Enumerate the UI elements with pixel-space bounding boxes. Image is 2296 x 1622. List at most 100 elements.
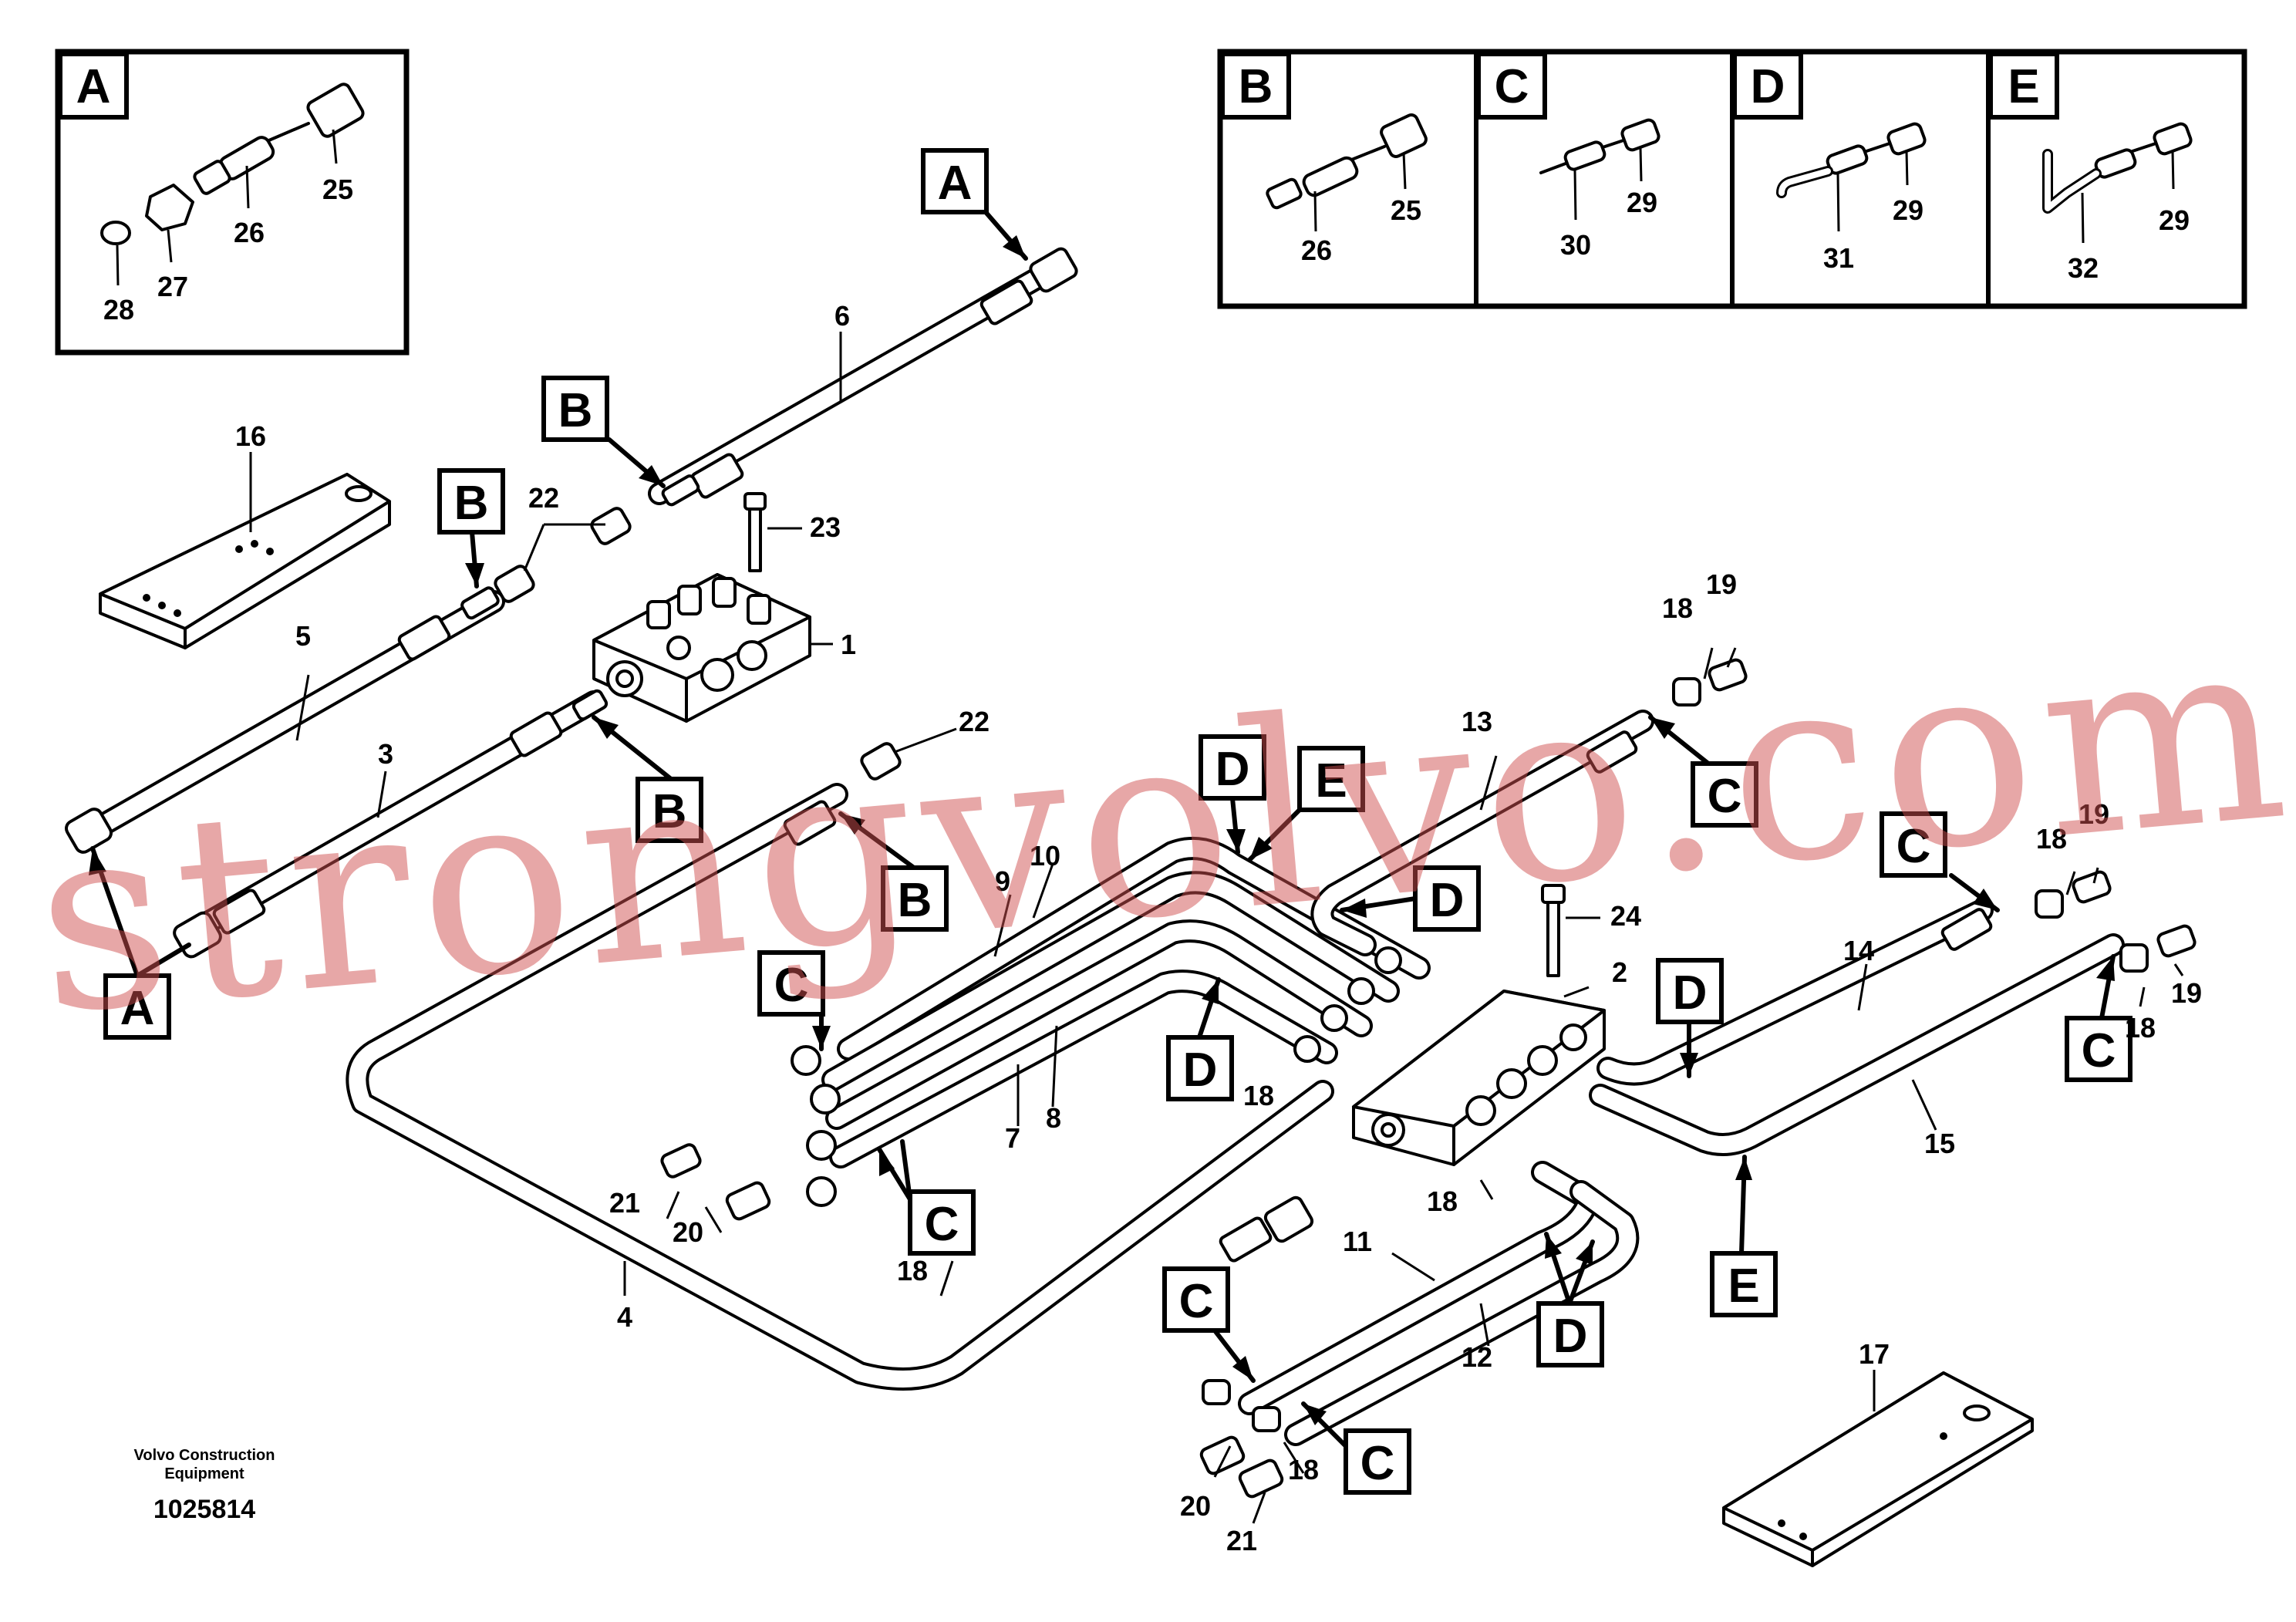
part-label-30: 30 [1560, 229, 1591, 261]
plate-17 [1722, 1370, 2034, 1567]
part-label-32: 32 [2068, 252, 2099, 284]
detail-view-d-letter: D [1751, 60, 1785, 113]
detail-view-b-letter: B [1239, 60, 1273, 113]
valve-block-1 [592, 573, 833, 723]
part-label-7: 7 [1005, 1122, 1020, 1154]
part-label-6: 6 [834, 300, 850, 332]
part-label-31: 31 [1823, 242, 1854, 274]
svg-text:C: C [925, 1198, 959, 1251]
detail-c-fitting-drawing [1539, 118, 1660, 221]
svg-text:D: D [1183, 1044, 1218, 1097]
part-label-4: 4 [617, 1301, 632, 1333]
part-label-18-f: 18 [1427, 1185, 1458, 1217]
part-label-29-e: 29 [2159, 204, 2190, 236]
detail-views-b-to-e: B 25 26 C 29 30 D [1217, 49, 2247, 309]
plate-16 [99, 452, 391, 649]
detail-view-e-letter: E [2008, 60, 2039, 113]
detail-view-a-frame [55, 49, 410, 356]
callout-c-at-12 [1344, 1428, 1411, 1495]
part-label-24: 24 [1610, 900, 1641, 932]
detail-view-a: A 25 26 27 28 [55, 49, 410, 356]
part-label-19-a: 19 [1706, 568, 1737, 600]
part-label-1: 1 [841, 629, 856, 660]
document-id: 1025814 [153, 1495, 255, 1524]
part-label-20-left: 20 [673, 1216, 703, 1248]
svg-text:D: D [1215, 743, 1250, 796]
part-labels: 6 5 3 22 22 10 9 8 7 4 13 14 15 11 12 18… [295, 300, 2202, 1556]
svg-text:D: D [1553, 1310, 1588, 1363]
part-label-19-c: 19 [2171, 977, 2202, 1009]
svg-text:B: B [454, 477, 489, 530]
part-label-26: 26 [234, 217, 265, 248]
part-label-8: 8 [1046, 1102, 1061, 1134]
part-label-25: 25 [322, 174, 353, 205]
part-label-29-d: 29 [1893, 194, 1923, 226]
part-label-22-lower: 22 [959, 706, 990, 737]
callout-b-lower [881, 865, 949, 932]
svg-text:B: B [898, 874, 932, 927]
callout-c-at-11 [1162, 1266, 1230, 1333]
part-label-16: 16 [235, 420, 266, 452]
callout-e-bottom [1710, 1251, 1778, 1317]
detail-d-fitting-drawing [1776, 122, 1927, 232]
svg-text:C: C [1179, 1275, 1214, 1328]
valve-block-2 [1352, 986, 1606, 1166]
part-label-20-bottom: 20 [1180, 1490, 1211, 1522]
svg-text:C: C [1896, 820, 1931, 873]
detail-view-c-letter-box [1476, 52, 1547, 120]
detail-view-b-letter-box [1220, 52, 1291, 120]
publisher-line-2: Equipment [164, 1465, 244, 1482]
svg-text:C: C [2082, 1024, 2116, 1077]
callout-d-bottom [1536, 1301, 1604, 1367]
callout-a-bottom [103, 973, 171, 1040]
svg-text:A: A [120, 982, 155, 1035]
callout-d-right-of-13 [1413, 865, 1481, 932]
part-label-5: 5 [295, 620, 311, 652]
part-label-18-c: 18 [2125, 1012, 2156, 1044]
part-label-15: 15 [1924, 1128, 1955, 1159]
callout-c-at-13 [1691, 761, 1758, 828]
detail-e-fitting-drawing [2042, 122, 2193, 244]
callout-b-left [437, 468, 505, 534]
bolt-24 [1541, 884, 1600, 977]
part-label-22-upper: 22 [528, 482, 559, 514]
detail-b-fitting-drawing [1266, 113, 1428, 232]
callout-c-bottom-left [908, 1189, 976, 1256]
part-label-28: 28 [103, 294, 134, 325]
footer: Volvo Construction Equipment 1025814 [134, 1447, 275, 1524]
svg-text:B: B [558, 384, 593, 437]
part-label-11: 11 [1343, 1226, 1372, 1257]
svg-text:D: D [1430, 874, 1465, 927]
part-label-10: 10 [1030, 840, 1060, 872]
part-label-2: 2 [1612, 956, 1627, 988]
part-label-13: 13 [1462, 706, 1492, 737]
detail-view-e-letter-box [1988, 52, 2059, 120]
callout-d-mid [1166, 1035, 1234, 1101]
part-label-19-b: 19 [2079, 798, 2109, 830]
part-label-29-c: 29 [1627, 187, 1657, 218]
bolt-23 [743, 492, 802, 572]
detail-a-fitting-drawing [100, 83, 365, 286]
callout-d-at-14 [1656, 958, 1724, 1024]
callout-boxes: A B B B B A D E D C D C C C D C E [103, 148, 2132, 1495]
callout-c-left [757, 950, 825, 1017]
callout-c-at-15 [2065, 1016, 2132, 1082]
svg-text:C: C [1360, 1437, 1395, 1490]
part-label-17: 17 [1859, 1338, 1890, 1370]
callout-arrows [89, 210, 2116, 1448]
svg-text:E: E [1728, 1259, 1759, 1313]
part-label-18-e: 18 [1243, 1080, 1274, 1111]
part-label-18-b: 18 [2036, 823, 2067, 855]
svg-text:E: E [1315, 754, 1347, 808]
part-label-27: 27 [157, 271, 188, 302]
leader-lines [295, 332, 2184, 1524]
callout-a-top [921, 148, 989, 214]
part-label-18-a: 18 [1662, 592, 1693, 624]
callout-b-middle [636, 777, 703, 843]
part-label-12: 12 [1462, 1341, 1492, 1373]
svg-text:C: C [774, 959, 809, 1012]
part-label-26-b: 26 [1301, 234, 1332, 266]
part-label-21-left: 21 [609, 1187, 640, 1219]
